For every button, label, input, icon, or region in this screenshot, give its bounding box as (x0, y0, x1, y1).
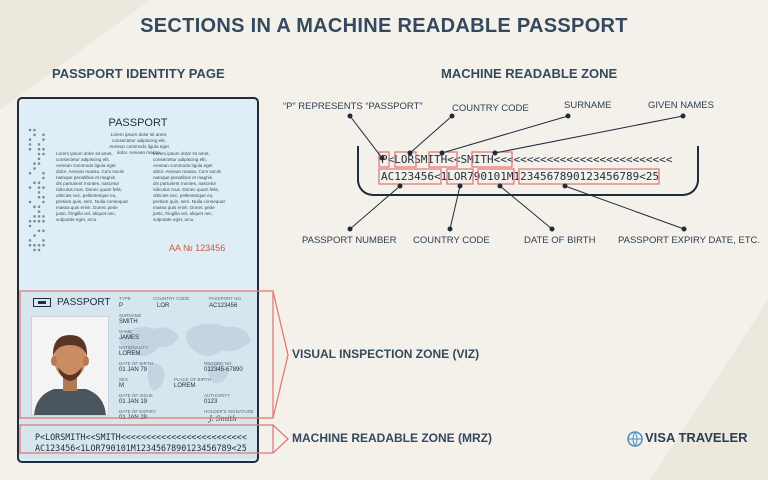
globe-plane-icon (627, 431, 643, 447)
issue-value: 01 JAN 19 (119, 399, 148, 405)
passport-header: PASSPORT (108, 117, 168, 129)
viz-label: VISUAL INSPECTION ZONE (VIZ) (292, 347, 480, 361)
passport-no-label: PASSPORT NO. (209, 296, 243, 301)
nationality-label: NATIONALITY (119, 345, 149, 350)
signature-value: J. Smith (209, 415, 237, 423)
callout-country-code-top: COUNTRY CODE (452, 103, 529, 114)
dob-value: 01 JAN 79 (119, 367, 148, 373)
nationality-value: LOREM (119, 351, 141, 357)
callout-given-names: GIVEN NAMES (648, 100, 714, 111)
name-label: NAME (119, 329, 133, 334)
highlight-passport-number (378, 168, 442, 185)
passport-identity-page: PASSPORT Lorem ipsum dolor sit amet, con… (17, 97, 259, 463)
pob-label: PLACE OF BIRTH (174, 377, 211, 382)
intro-text: Lorem ipsum dolor sit amet, consectetur … (109, 132, 169, 155)
highlight-p (378, 151, 390, 168)
mrz-label: MACHINE READABLE ZONE (MRZ) (292, 431, 492, 445)
sex-value: M (119, 383, 124, 389)
surname-value: SMITH (119, 319, 138, 325)
authority-value: 0123 (204, 399, 218, 405)
callout-passport-number: PASSPORT NUMBER (302, 235, 397, 246)
type-label: TYPE (119, 296, 131, 301)
world-map-watermark (119, 323, 251, 391)
holder-photo (31, 316, 109, 416)
highlight-given (471, 151, 513, 168)
person-avatar-icon (34, 335, 106, 415)
mrz-bracket (272, 424, 289, 454)
expiry-label: DATE OF EXPIRY (119, 409, 156, 414)
perforation-serial (28, 128, 45, 252)
brand-logo-text: VISA TRAVELER (645, 430, 748, 445)
lorem-column-right: Lorem ipsum dolor sit amet, consectetur … (153, 151, 225, 222)
dob-label: DATE OF BIRTH (119, 361, 153, 366)
viz-bracket (272, 290, 289, 419)
viz-highlight-box (19, 290, 274, 419)
passport-no-value: AC123456 (209, 303, 238, 309)
highlight-dob (477, 168, 515, 185)
sex-label: SEX (119, 377, 129, 382)
passport-mrz-line-2: AC123456<1LOR790101M1234567890123456789<… (35, 443, 247, 453)
passport-page-heading: PASSPORT IDENTITY PAGE (52, 66, 225, 81)
country-label: COUNTRY CODE (153, 296, 190, 301)
callout-expiry: PASSPORT EXPIRY DATE, ETC. (618, 235, 761, 246)
passport-serial-number: AA № 123456 (169, 243, 226, 253)
mrz-zoom-box (357, 146, 699, 196)
callout-country-code-bottom: COUNTRY CODE (413, 235, 490, 246)
pob-value: LOREM (174, 383, 196, 389)
highlight-country-top (394, 151, 417, 168)
callout-date-of-birth: DATE OF BIRTH (524, 235, 596, 246)
mrz-heading: MACHINE READABLE ZONE (441, 66, 618, 81)
callout-p-represents: “P” REPRESENTS “PASSPORT” (283, 101, 423, 112)
name-value: JAMES (119, 335, 140, 341)
lorem-column-left: Lorem ipsum dolor sit amet, consectetur … (56, 151, 128, 222)
chip-icon (33, 298, 51, 307)
country-value: LOR (157, 303, 170, 309)
type-value: P (119, 303, 124, 309)
mrz-zoom-line-2: AC123456<1LOR790101M1234567890123456789<… (381, 170, 660, 183)
authority-label: AUTHORITY (204, 393, 231, 398)
signature-label: HOLDER'S SIGNATURE (204, 409, 254, 414)
biodata-title: PASSPORT (57, 297, 111, 308)
highlight-expiry (518, 168, 660, 185)
issue-label: DATE OF ISSUE (119, 393, 153, 398)
mrz-zoom-line-1: P<LORSMITH<<SMITH<<<<<<<<<<<<<<<<<<<<<<<… (381, 153, 673, 166)
record-value: 012345-67890 (204, 367, 243, 373)
surname-label: SURNAME (119, 313, 142, 318)
page-title: SECTIONS IN A MACHINE READABLE PASSPORT (140, 15, 628, 37)
record-label: RECORD NO. (204, 361, 233, 366)
callout-surname: SURNAME (564, 100, 612, 111)
highlight-country-bottom (446, 168, 474, 185)
passport-mrz-line-1: P<LORSMITH<<SMITH<<<<<<<<<<<<<<<<<<<<<<<… (35, 432, 247, 442)
mrz-highlight-box (19, 424, 274, 454)
